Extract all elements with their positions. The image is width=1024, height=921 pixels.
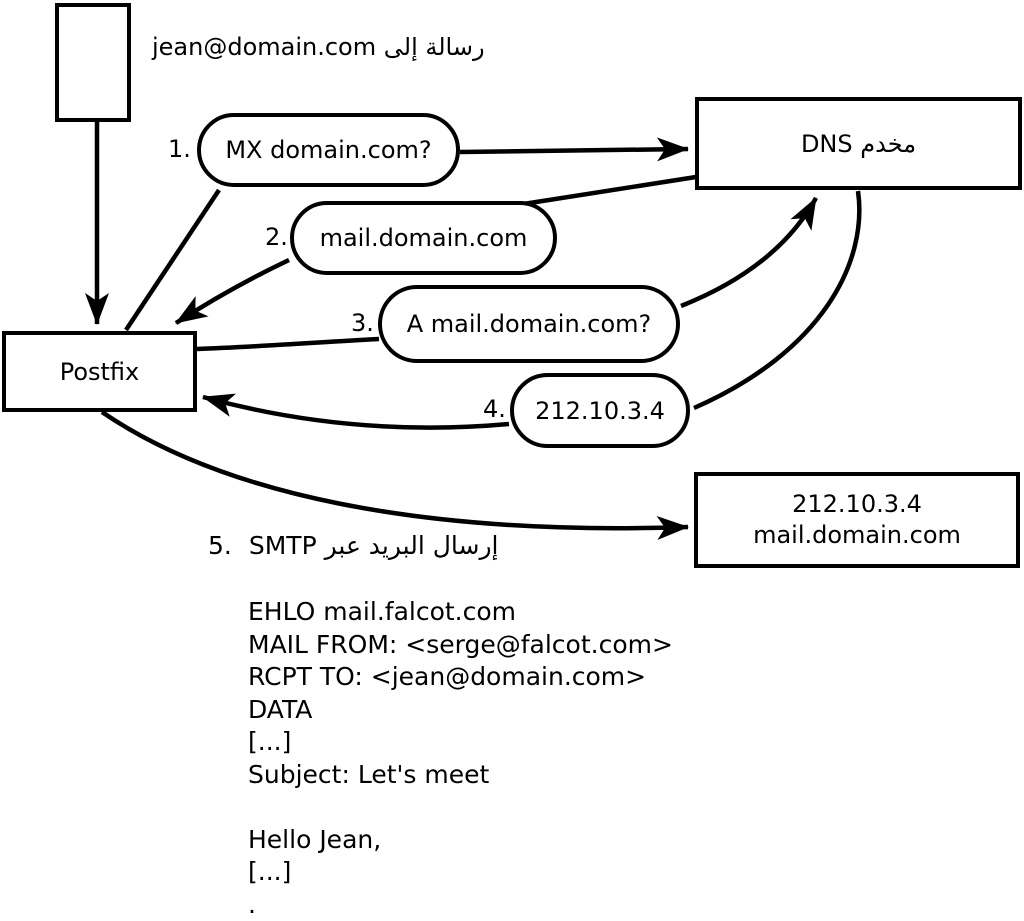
message-box [55, 3, 131, 122]
mail-server-box: 212.10.3.4 mail.domain.com [694, 472, 1020, 568]
line-dns-to-step2 [517, 177, 696, 205]
smtp-session-line: . [248, 889, 673, 921]
step-3-pill: A mail.domain.com? [378, 285, 680, 363]
smtp-session-line [248, 791, 673, 824]
step-2-number: 2. [265, 223, 288, 251]
line-dns-to-step4 [694, 191, 859, 408]
message-note: رسالة إلى jean@domain.com [152, 33, 485, 61]
step-5-spacer [232, 531, 249, 560]
smtp-session-block: EHLO mail.falcot.com MAIL FROM: <serge@f… [248, 596, 673, 921]
arrow-step4-to-postfix [203, 397, 509, 428]
arrow-step3-to-dns [681, 198, 816, 306]
smtp-session-line: Hello Jean, [248, 824, 673, 857]
smtp-session-line: DATA [248, 694, 673, 727]
arrow-step2-to-postfix [176, 260, 289, 323]
dns-server-box: مخدم DNS [695, 97, 1022, 190]
smtp-session-line: [...] [248, 856, 673, 889]
step-4-pill: 212.10.3.4 [510, 373, 690, 448]
step-5-number: 5. [208, 531, 232, 560]
step-5-row: 5. إرسال البريد عبر SMTP [208, 531, 498, 560]
postfix-box: Postfix [2, 331, 197, 412]
step-1-pill: MX domain.com? [197, 113, 460, 187]
smtp-session-line: Subject: Let's meet [248, 759, 673, 792]
arrow-step1-to-dns [460, 149, 688, 152]
dns-server-label: مخدم DNS [801, 130, 916, 158]
line-postfix-to-step1 [126, 190, 219, 330]
smtp-session-line: RCPT TO: <jean@domain.com> [248, 661, 673, 694]
mail-server-host: mail.domain.com [753, 520, 961, 551]
smtp-session-line: EHLO mail.falcot.com [248, 596, 673, 629]
step-3-number: 3. [351, 309, 374, 337]
mail-server-ip: 212.10.3.4 [792, 489, 922, 520]
step-5-label: إرسال البريد عبر SMTP [249, 531, 499, 560]
step-2-pill: mail.domain.com [290, 201, 557, 275]
step-1-number: 1. [168, 135, 191, 163]
smtp-session-line: [...] [248, 726, 673, 759]
smtp-session-line: MAIL FROM: <serge@falcot.com> [248, 629, 673, 662]
line-postfix-to-step3 [197, 339, 379, 349]
step-4-number: 4. [483, 395, 506, 423]
